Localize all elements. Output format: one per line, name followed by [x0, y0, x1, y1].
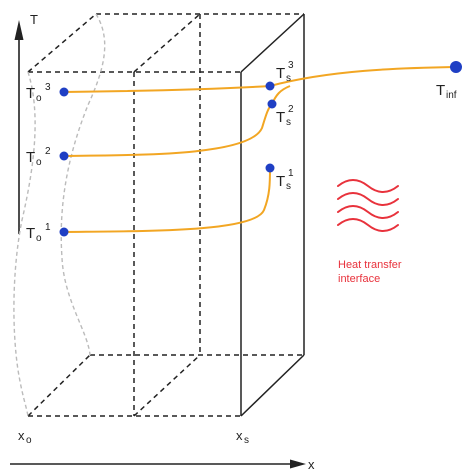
surface-label-2: T s 2	[276, 104, 294, 128]
surface-label-3: T s 3	[276, 60, 294, 84]
svg-text:x: x	[18, 428, 25, 443]
svg-text:s: s	[244, 435, 249, 446]
xs-label: x s	[236, 428, 249, 446]
svg-text:o: o	[36, 233, 42, 244]
svg-text:3: 3	[288, 60, 294, 71]
line-probe-3	[63, 85, 271, 93]
svg-text:o: o	[36, 157, 42, 168]
interior-label-3: T o 3	[26, 82, 51, 104]
heat-wave-icon	[337, 179, 399, 232]
svg-text:T: T	[276, 173, 285, 190]
interior-label-2: T o 2	[26, 146, 51, 168]
surface-label-1: T s 1	[276, 168, 294, 192]
svg-text:o: o	[36, 93, 42, 104]
svg-text:T: T	[26, 149, 35, 166]
x-axis: x	[10, 457, 315, 472]
dot-surface-3	[265, 81, 275, 91]
dot-surface-2	[267, 99, 277, 109]
svg-text:T: T	[26, 85, 35, 102]
svg-text:3: 3	[45, 82, 51, 93]
svg-text:T: T	[276, 109, 285, 126]
heat-interface-line2: interface	[338, 273, 380, 285]
svg-text:T: T	[436, 82, 445, 99]
dot-interior-2	[59, 151, 69, 161]
dashed-curve-lower	[13, 71, 36, 417]
svg-text:o: o	[26, 435, 32, 446]
probe-dots	[59, 61, 462, 237]
dot-t-inf	[450, 61, 462, 73]
x-axis-label: x	[308, 457, 315, 472]
dot-interior-3	[59, 87, 69, 97]
svg-text:s: s	[286, 181, 291, 192]
line-probe-2	[63, 103, 273, 157]
svg-text:1: 1	[288, 168, 294, 179]
line-surface-3-to-inf	[269, 66, 455, 87]
svg-text:T: T	[276, 65, 285, 82]
interior-label-1: T o 1	[26, 222, 51, 244]
svg-text:x: x	[236, 428, 243, 443]
dot-surface-1	[265, 163, 275, 173]
svg-text:T: T	[26, 225, 35, 242]
svg-text:s: s	[286, 73, 291, 84]
dashed-curve	[60, 13, 106, 356]
svg-text:1: 1	[45, 222, 51, 233]
svg-text:s: s	[286, 117, 291, 128]
temperature-lines	[63, 66, 455, 233]
hidden-edges	[27, 13, 304, 417]
svg-text:2: 2	[45, 146, 51, 157]
visible-edges	[240, 13, 305, 417]
svg-text:inf: inf	[446, 90, 457, 101]
dot-interior-1	[59, 227, 69, 237]
t-axis-label: T	[30, 12, 38, 27]
t-inf-label: T inf	[436, 82, 457, 101]
t-axis: T	[14, 12, 38, 234]
box-frame	[27, 13, 305, 417]
svg-text:2: 2	[288, 104, 294, 115]
x0-label: x o	[18, 428, 32, 446]
line-probe-1	[63, 167, 271, 233]
heat-interface-line1: Heat transfer	[338, 259, 402, 271]
